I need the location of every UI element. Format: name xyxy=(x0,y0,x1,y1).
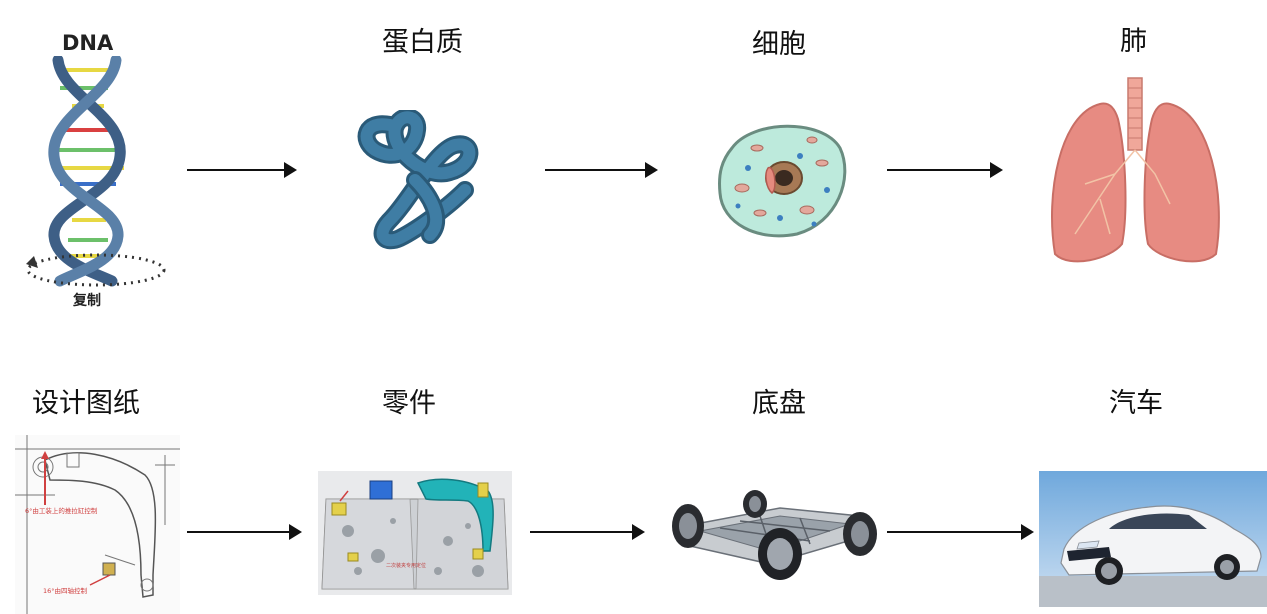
drawing-annotation-2: 16°由四轴控制 xyxy=(43,586,88,595)
part-annotation: 二次装夹专用定位 xyxy=(386,562,426,569)
lungs-icon xyxy=(1040,74,1230,270)
arrow-protein-to-cell xyxy=(545,162,658,178)
node-label-part: 零件 xyxy=(382,388,436,419)
node-label-car: 汽车 xyxy=(1109,388,1163,419)
engineering-drawing-image: 6°由工装上的推拉缸控制 16°由四轴控制 xyxy=(15,435,180,614)
arrow-drawing-to-part xyxy=(187,524,302,540)
machined-fixture-part-image: 二次装夹专用定位 xyxy=(318,471,512,595)
node-label-lung: 肺 xyxy=(1120,26,1147,57)
node-label-chassis: 底盘 xyxy=(752,388,806,419)
arrow-chassis-to-car xyxy=(887,524,1034,540)
dna-icon xyxy=(20,56,185,296)
node-label-cell: 细胞 xyxy=(752,29,806,60)
node-label-protein: 蛋白质 xyxy=(382,27,463,58)
arrow-cell-to-lung xyxy=(887,162,1003,178)
dna-title: DNA xyxy=(62,31,114,55)
arrow-dna-to-protein xyxy=(187,162,297,178)
cell-icon xyxy=(712,118,852,243)
dna-replication-caption: 复制 xyxy=(73,293,101,309)
protein-knot-icon xyxy=(355,110,485,250)
white-sedan-car-image xyxy=(1039,471,1267,607)
node-label-design-drawing: 设计图纸 xyxy=(32,388,140,419)
arrow-part-to-chassis xyxy=(530,524,645,540)
drawing-annotation-1: 6°由工装上的推拉缸控制 xyxy=(25,506,98,515)
car-chassis-image xyxy=(660,486,885,582)
